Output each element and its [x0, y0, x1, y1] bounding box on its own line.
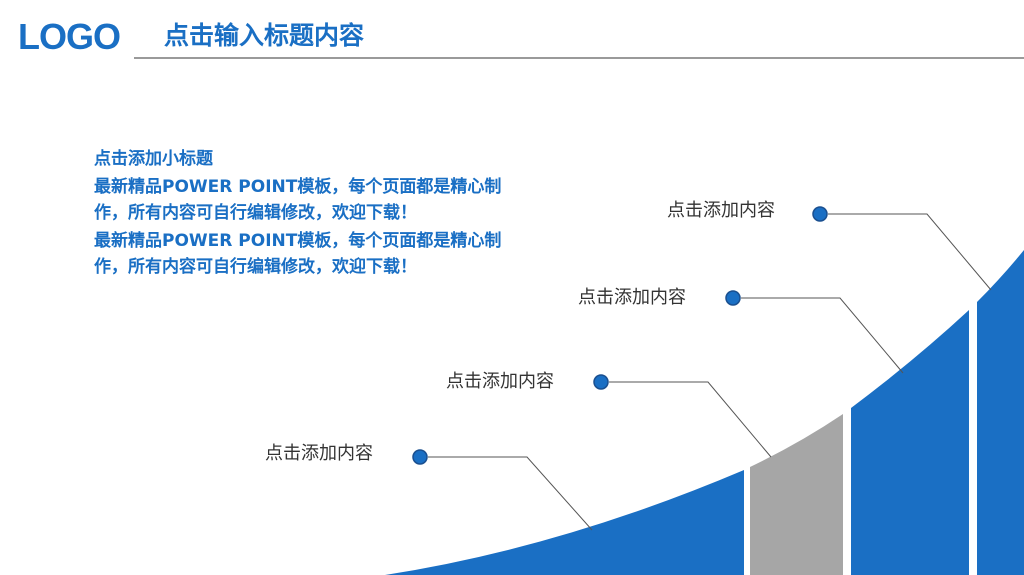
logo: LOGO: [18, 16, 121, 57]
callout-label-1[interactable]: 点击添加内容: [265, 443, 373, 464]
connector-line-2: [609, 381, 772, 458]
paragraph-2: 最新精品POWER POINT模板，每个页面都是精心制作，所有内容可自行编辑修改…: [94, 231, 502, 277]
callout-label-3[interactable]: 点击添加内容: [578, 287, 686, 308]
growth-bar-2: [750, 414, 843, 575]
callout-dot-3: [725, 290, 741, 306]
callout-dot-1: [412, 449, 428, 465]
page-title[interactable]: 点击输入标题内容: [164, 21, 365, 50]
intro-text-block[interactable]: 点击添加小标题 最新精品POWER POINT模板，每个页面都是精心制作，所有内…: [94, 146, 534, 280]
callout-label-2[interactable]: 点击添加内容: [446, 371, 554, 392]
connector-line-4: [828, 213, 992, 291]
callout-label-4[interactable]: 点击添加内容: [667, 200, 775, 221]
paragraph-1: 最新精品POWER POINT模板，每个页面都是精心制作，所有内容可自行编辑修改…: [94, 177, 502, 223]
connector-line-3: [741, 297, 904, 374]
subtitle: 点击添加小标题: [94, 149, 213, 169]
growth-bar-3: [851, 310, 969, 575]
growth-bar-1: [385, 470, 744, 575]
growth-bar-4: [977, 250, 1024, 575]
callout-dot-2: [593, 374, 609, 390]
callout-dot-4: [812, 206, 828, 222]
connector-line-1: [428, 456, 593, 531]
header-divider: [134, 57, 1024, 59]
